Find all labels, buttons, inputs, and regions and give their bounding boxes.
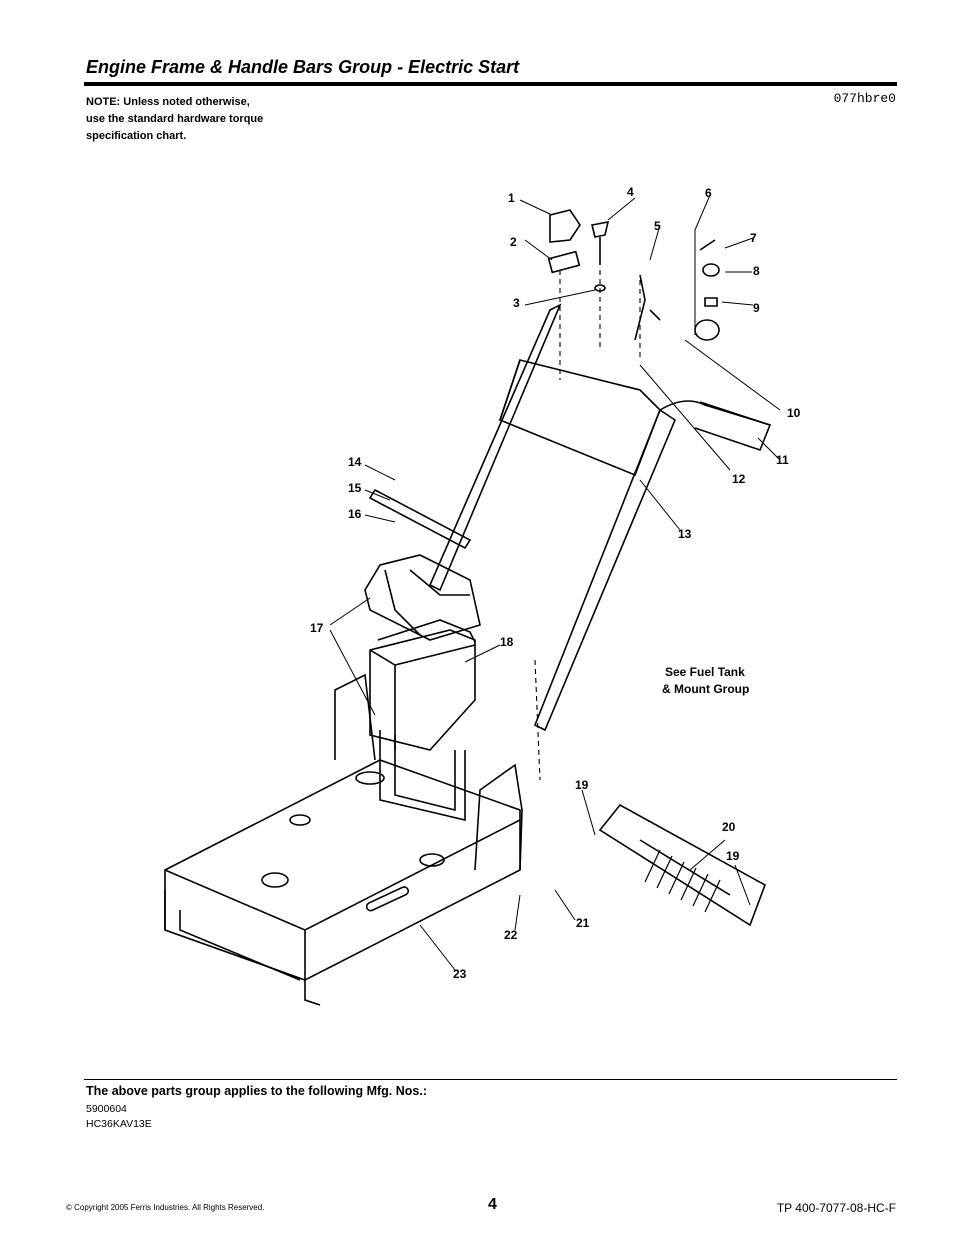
mfg-number: HC36KAV13E: [86, 1118, 152, 1130]
callout-9: 9: [753, 301, 760, 315]
footer-divider: [84, 1079, 897, 1080]
document-number: TP 400-7077-08-HC-F: [776, 1201, 896, 1215]
note-line: specification chart.: [86, 130, 187, 142]
callout-7: 7: [750, 231, 757, 245]
torque-note: NOTE: Unless noted otherwise, use the st…: [86, 94, 326, 145]
note-line: use the standard hardware torque: [86, 113, 264, 125]
foot-panel: [598, 803, 766, 927]
callout-1: 1: [508, 191, 515, 205]
page-title: Engine Frame & Handle Bars Group - Elect…: [86, 57, 520, 77]
choke-knob: [591, 220, 610, 238]
applies-heading: The above parts group applies to the fol…: [86, 1084, 427, 1098]
callout-20: 20: [722, 820, 736, 834]
fuel-tank-reference-line1: See Fuel Tank: [665, 665, 745, 679]
callout-21: 21: [576, 916, 590, 930]
frame-side-plate-right: [474, 763, 523, 871]
key-switch: [694, 239, 720, 341]
throttle-lever: [634, 274, 661, 341]
callout-14: 14: [348, 455, 362, 469]
frame-side-plate-left: [334, 673, 376, 761]
callout-3: 3: [513, 296, 520, 310]
fuel-tank-reference-line2: & Mount Group: [662, 682, 749, 696]
exploded-view-drawing: 1 2 3 4 5 6 7 8 9 10 11 12 13 14 15 16 1…: [164, 185, 801, 1006]
callout-8: 8: [753, 264, 760, 278]
callout-10: 10: [787, 406, 801, 420]
callout-18: 18: [500, 635, 514, 649]
callout-19b: 19: [726, 849, 740, 863]
ignition-switch: [549, 209, 581, 243]
frame-base-front: [164, 819, 521, 931]
frame-skid: [179, 910, 301, 981]
callout-17: 17: [310, 621, 324, 635]
copyright-notice: © Copyright 2005 Ferris Industries. All …: [66, 1203, 265, 1212]
battery-cover: [364, 554, 481, 641]
callout-11: 11: [776, 453, 789, 467]
battery-tray: [379, 730, 466, 822]
callout-13: 13: [678, 527, 692, 541]
handle-crossbar: [499, 359, 661, 477]
frame-base: [164, 759, 521, 981]
callout-2: 2: [510, 235, 517, 249]
callout-19: 19: [575, 778, 589, 792]
mfg-number: 5900604: [86, 1103, 127, 1115]
handle-bar-right: [533, 408, 676, 732]
callout-15: 15: [348, 481, 362, 495]
mfg-number-list: 5900604 HC36KAV13E: [86, 1102, 152, 1132]
title-divider: [84, 82, 897, 86]
callout-5: 5: [654, 219, 661, 233]
handle-bar-left: [428, 303, 562, 592]
callout-12: 12: [732, 472, 746, 486]
page-number: 4: [488, 1196, 497, 1213]
callout-23: 23: [453, 967, 467, 981]
diagram-code: 077hbre0: [833, 91, 896, 106]
callout-4: 4: [627, 185, 634, 199]
callout-16: 16: [348, 507, 362, 521]
battery: [369, 629, 476, 751]
callout-22: 22: [504, 928, 518, 942]
parts-diagram: 1 2 3 4 5 6 7 8 9 10 11 12 13 14 15 16 1…: [140, 170, 820, 1030]
note-line: NOTE: Unless noted otherwise,: [86, 96, 250, 108]
callout-6: 6: [705, 186, 712, 200]
brace-bar: [368, 488, 472, 550]
